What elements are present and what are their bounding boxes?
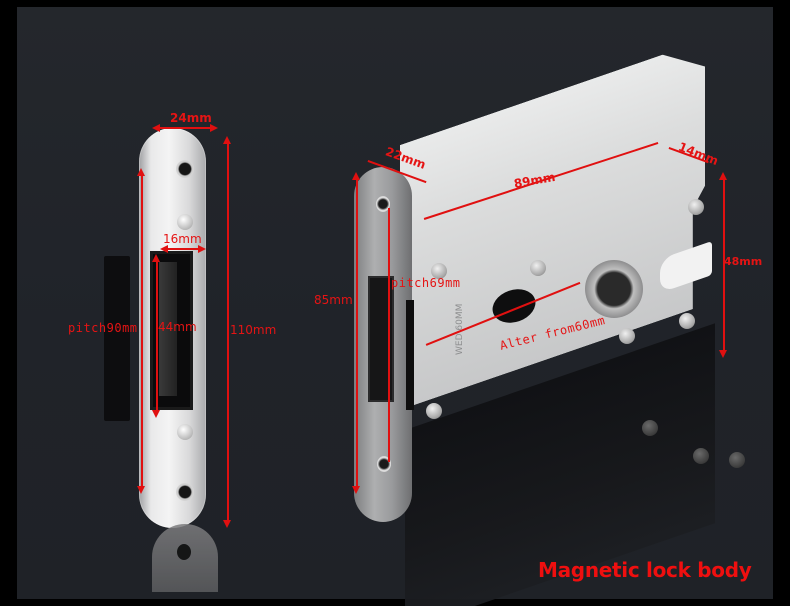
- arrow-up-icon: [223, 136, 231, 144]
- faceplate-latch-edge: [406, 300, 414, 410]
- arrow-down-icon: [137, 486, 145, 494]
- reflection-screw-icon: [693, 448, 709, 464]
- dim-line-window-width: [163, 248, 201, 250]
- arrow-down-icon: [223, 520, 231, 528]
- lock-screw-icon: [619, 328, 635, 344]
- faceplate-mounting-hole-bottom: [377, 456, 391, 472]
- arrow-up-icon: [719, 172, 727, 180]
- lock-screw-icon: [426, 403, 442, 419]
- faceplate-magnet-window: [368, 276, 394, 402]
- arrow-down-icon: [152, 410, 160, 418]
- arrow-down-icon: [719, 350, 727, 358]
- faceplate-height-label: 85mm: [314, 293, 353, 307]
- arrow-left-icon: [160, 245, 168, 253]
- dim-line-faceplate-height: [356, 176, 358, 490]
- arrow-left-icon: [152, 124, 160, 132]
- strike-screw-top-icon: [177, 214, 193, 230]
- faceplate-mounting-hole-top: [376, 196, 390, 212]
- lock-screw-icon: [530, 260, 546, 276]
- window-width-label: 16mm: [163, 232, 202, 246]
- reflection-screw-icon: [642, 420, 658, 436]
- product-caption: Magnetic lock body: [538, 558, 752, 582]
- arrow-right-icon: [210, 124, 218, 132]
- window-height-label: 44mm: [158, 320, 197, 334]
- strike-plate-backing: [104, 256, 130, 421]
- arrow-right-icon: [198, 245, 206, 253]
- dim-line-strike-height: [227, 140, 229, 524]
- strike-window-insert: [159, 262, 177, 396]
- strike-height-label: 110mm: [230, 323, 277, 337]
- lock-screw-icon: [679, 313, 695, 329]
- dim-line-faceplate-pitch: [388, 208, 390, 462]
- arrow-down-icon: [352, 486, 360, 494]
- lock-screw-icon: [688, 199, 704, 215]
- strike-pitch-label: pitch90mm: [68, 321, 138, 335]
- lock-screw-icon: [431, 263, 447, 279]
- faceplate-pitch-label: pitch69mm: [391, 276, 461, 290]
- dim-line-strike-pitch: [141, 172, 143, 490]
- strike-screw-bottom-icon: [177, 424, 193, 440]
- strike-mounting-hole-top: [176, 160, 194, 178]
- reflection-hole: [177, 544, 191, 560]
- dim-line-strike-width: [156, 127, 212, 129]
- arrow-up-icon: [352, 172, 360, 180]
- body-height-label: 48mm: [724, 255, 763, 268]
- dim-line-body-height: [723, 176, 725, 354]
- strike-width-label: 24mm: [170, 111, 212, 125]
- arrow-up-icon: [137, 168, 145, 176]
- strike-mounting-hole-bottom: [176, 483, 194, 501]
- lock-body-spindle-hub: [585, 260, 643, 318]
- arrow-up-icon: [152, 254, 160, 262]
- dim-line-window-height: [156, 258, 158, 414]
- reflection-screw-icon: [729, 452, 745, 468]
- strike-plate-reflection: [152, 524, 218, 592]
